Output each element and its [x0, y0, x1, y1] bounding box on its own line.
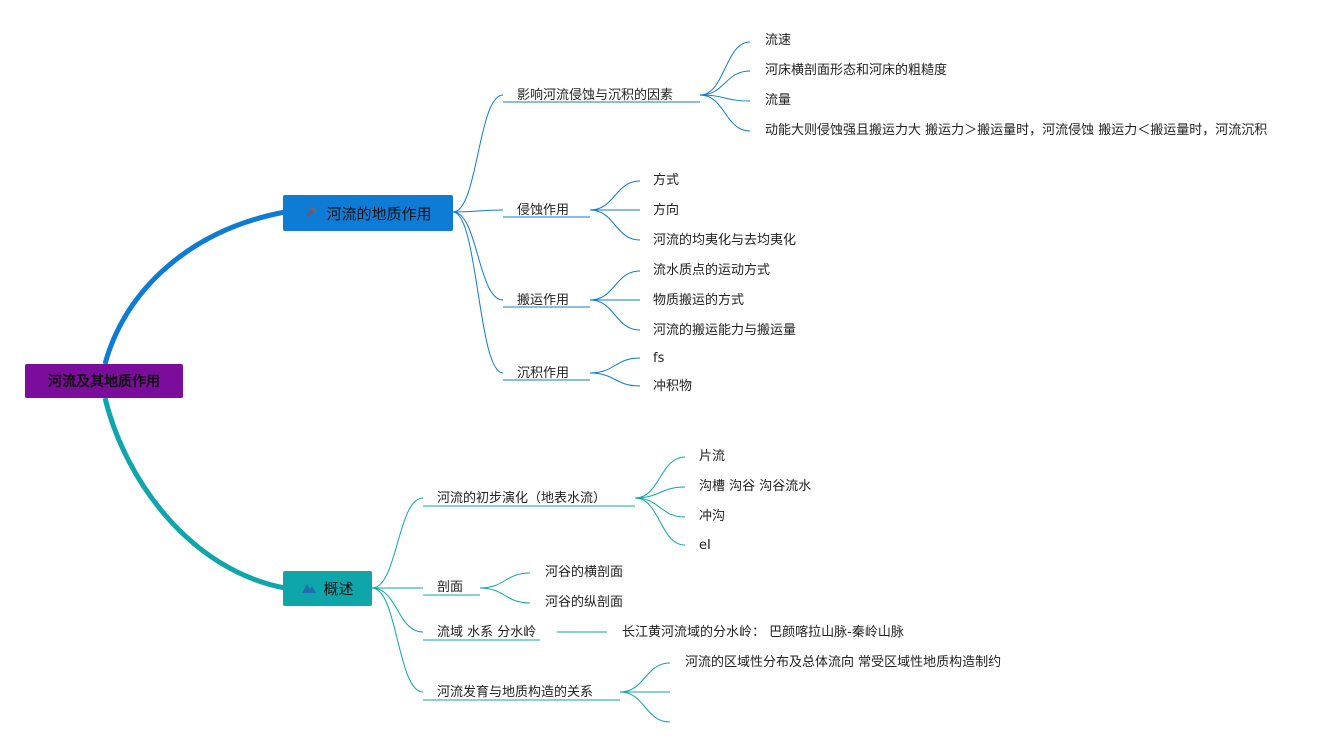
branch-label: 河流的地质作用 [326, 204, 432, 223]
topic-structure-relation[interactable]: 河流发育与地质构造的关系 [437, 685, 594, 700]
subtopic[interactable]: 流速 [765, 33, 792, 48]
connector [479, 572, 531, 589]
subtopic[interactable]: 河流的均夷化与去均夷化 [653, 233, 797, 248]
topic-early-evolution[interactable]: 河流的初步演化（地表水流） [437, 491, 607, 506]
topic-transport[interactable]: 搬运作用 [517, 293, 570, 308]
subtopic[interactable]: eI [699, 538, 711, 553]
subtopic[interactable]: 流水质点的运动方式 [653, 263, 771, 278]
topic-erosion[interactable]: 侵蚀作用 [517, 203, 570, 218]
connector [589, 180, 641, 211]
connector [699, 94, 751, 132]
connector [634, 486, 686, 499]
subtopic[interactable]: 长江黄河流域的分水岭： 巴颜喀拉山脉-秦岭山脉 [622, 625, 904, 640]
subtopic[interactable]: 河流的区域性分布及总体流向 常受区域性地质构造制约 [685, 655, 1002, 670]
subtopic[interactable]: fs [653, 351, 665, 366]
connector [619, 662, 671, 693]
connector [452, 211, 504, 374]
subtopic[interactable]: 动能大则侵蚀强且搬运力大 搬运力＞搬运量时，河流侵蚀 搬运力＜搬运量时，河流沉积 [765, 123, 1268, 138]
connector [479, 587, 531, 604]
connector [371, 587, 424, 633]
connector [619, 691, 671, 723]
topic-profile[interactable]: 剖面 [437, 580, 464, 595]
connector [634, 497, 686, 546]
subtopic[interactable]: 河谷的纵剖面 [545, 595, 624, 610]
connector [699, 41, 751, 96]
subtopic[interactable]: 流量 [765, 93, 792, 108]
connector [452, 94, 504, 213]
connector [634, 497, 686, 518]
topic-deposition[interactable]: 沉积作用 [517, 366, 570, 381]
subtopic[interactable]: 冲沟 [699, 509, 726, 524]
root-topic[interactable]: 河流及其地质作用 [25, 364, 183, 398]
connector [371, 497, 424, 589]
hammer-icon [304, 203, 320, 223]
connector [634, 456, 686, 499]
branch-geological-action[interactable]: 河流的地质作用 [283, 195, 453, 231]
subtopic[interactable]: 冲积物 [653, 379, 693, 394]
connector [589, 357, 641, 374]
topic-basin-watershed[interactable]: 流域 水系 分水岭 [437, 625, 537, 640]
subtopic[interactable]: 片流 [699, 449, 726, 464]
connector [371, 587, 424, 693]
connector [699, 70, 751, 96]
subtopic[interactable]: 物质搬运的方式 [653, 293, 745, 308]
connector [452, 211, 504, 301]
root-connector [102, 397, 286, 591]
branch-overview[interactable]: 概述 [283, 571, 372, 606]
connector [452, 209, 504, 213]
connector [589, 209, 641, 241]
subtopic[interactable]: 河流的搬运能力与搬运量 [653, 323, 797, 338]
connector [589, 299, 641, 331]
connector [589, 372, 641, 387]
branch-label: 概述 [323, 580, 354, 598]
subtopic[interactable]: 河床横剖面形态和河床的粗糙度 [765, 63, 948, 78]
connector [589, 270, 641, 301]
root-topic-label: 河流及其地质作用 [48, 374, 160, 390]
subtopic[interactable]: 河谷的横剖面 [545, 565, 624, 580]
root-connector [102, 209, 286, 365]
subtopic[interactable]: 沟槽 沟谷 沟谷流水 [699, 479, 812, 494]
subtopic[interactable]: 方向 [653, 203, 680, 218]
subtopic[interactable]: 方式 [653, 173, 680, 188]
mountain-icon [301, 580, 317, 598]
topic-erosion-deposition-factors[interactable]: 影响河流侵蚀与沉积的因素 [517, 88, 674, 103]
